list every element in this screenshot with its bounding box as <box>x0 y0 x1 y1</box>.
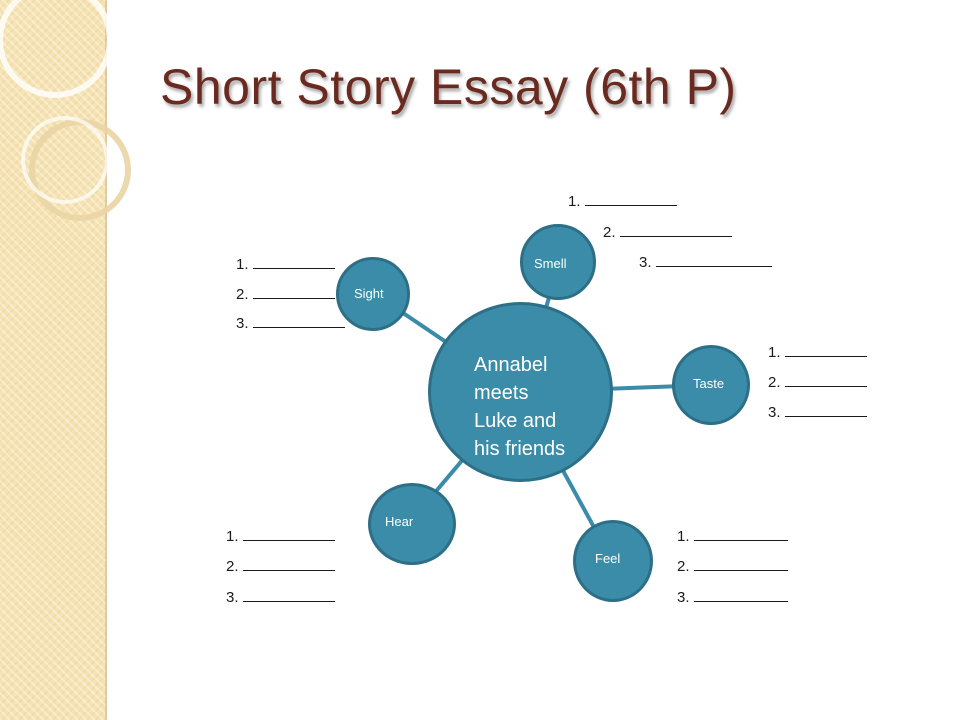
blank-number: 1. <box>226 528 239 545</box>
blank-number: 3. <box>226 589 239 606</box>
feel-blank-2[interactable]: 2. <box>677 556 788 575</box>
feel-blank-1[interactable]: 1. <box>677 526 788 545</box>
feel-label: Feel <box>595 551 621 566</box>
taste-blank-3[interactable]: 3. <box>768 402 867 421</box>
blank-number: 3. <box>236 315 249 332</box>
hear-node <box>368 483 456 565</box>
smell-label: Smell <box>534 256 567 271</box>
feel-node <box>573 520 653 602</box>
blank-number: 3. <box>677 589 690 606</box>
taste-label: Taste <box>693 376 725 391</box>
sight-blank-3[interactable]: 3. <box>236 313 345 332</box>
taste-node <box>672 345 750 425</box>
blank-number: 1. <box>568 193 581 210</box>
hear-blank-2[interactable]: 2. <box>226 556 335 575</box>
center-line: Luke and <box>474 410 557 432</box>
decorative-circles <box>0 0 131 221</box>
blank-number: 2. <box>768 374 781 391</box>
blank-number: 1. <box>768 344 781 361</box>
center-label: Annabel meets Luke and his friends <box>474 351 594 463</box>
hear-blank-1[interactable]: 1. <box>226 526 335 545</box>
blank-number: 1. <box>677 528 690 545</box>
center-node <box>428 302 613 482</box>
blank-number: 3. <box>768 404 781 421</box>
blank-number: 2. <box>677 558 690 575</box>
sight-label: Sight <box>354 286 384 301</box>
taste-blank-2[interactable]: 2. <box>768 372 867 391</box>
blank-number: 1. <box>236 256 249 273</box>
center-line: Annabel <box>474 354 548 376</box>
center-line: his friends <box>474 438 566 460</box>
hear-blank-3[interactable]: 3. <box>226 587 335 606</box>
blank-number: 2. <box>236 286 249 303</box>
blank-number: 3. <box>639 254 652 271</box>
sight-blank-2[interactable]: 2. <box>236 284 335 303</box>
blank-number: 2. <box>603 224 616 241</box>
smell-blank-1[interactable]: 1. <box>568 191 677 210</box>
sight-blank-1[interactable]: 1. <box>236 254 335 273</box>
sight-node <box>336 257 410 331</box>
page-title: Short Story Essay (6th P) <box>160 59 737 115</box>
blank-number: 2. <box>226 558 239 575</box>
taste-blank-1[interactable]: 1. <box>768 342 867 361</box>
smell-node <box>520 224 596 300</box>
smell-blank-2[interactable]: 2. <box>603 222 732 241</box>
feel-blank-3[interactable]: 3. <box>677 587 788 606</box>
smell-blank-3[interactable]: 3. <box>639 252 772 271</box>
hear-label: Hear <box>385 514 414 529</box>
sidebar-divider <box>105 0 107 720</box>
center-line: meets <box>474 382 529 404</box>
